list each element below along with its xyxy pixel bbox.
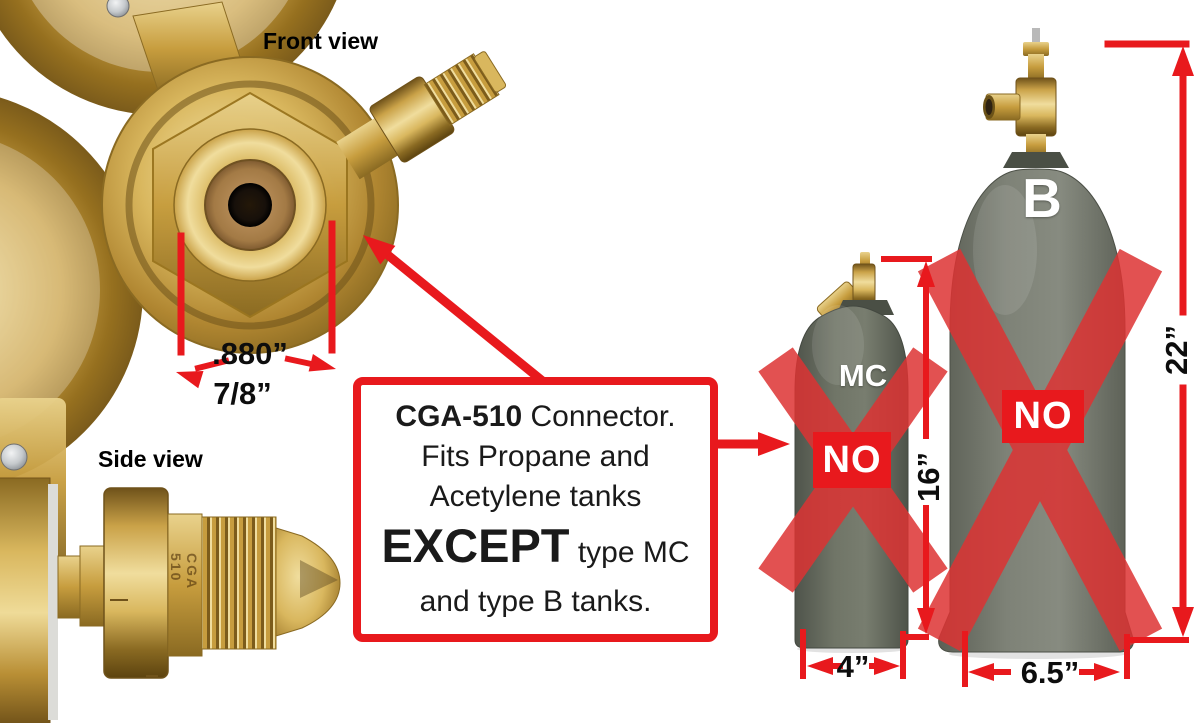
cga510-stamp: CGA 510 (168, 553, 200, 590)
mc-no-badge: NO (813, 432, 891, 488)
callout-line1-regular: Connector. (522, 400, 676, 433)
b-x-mark (917, 248, 1163, 652)
b-width-value: 6.5” (1020, 655, 1080, 690)
annotation-arrows (176, 40, 1194, 687)
callout-line3: Acetylene tanks (429, 480, 642, 513)
side-view-label: Side view (98, 446, 203, 472)
connector-width-fraction: 7/8” (213, 376, 272, 411)
callout-arrow-connector (363, 235, 552, 390)
connector-width-decimal: .880” (212, 336, 288, 371)
callout-line5: and type B tanks. (419, 585, 652, 618)
callout-arrow-tanks (707, 432, 790, 456)
callout-line4-regular: type MC (569, 536, 690, 569)
mc-tank-label: MC (838, 358, 888, 393)
side-view-photo (0, 477, 341, 723)
b-width-dim (962, 631, 1120, 687)
callout-line1-bold: CGA-510 (395, 400, 523, 433)
b-height-value: 22” (1159, 325, 1194, 375)
mc-height-dim (881, 256, 935, 679)
callout-box: CGA-510 Connector. Fits Propane and Acet… (353, 377, 718, 642)
mc-width-value: 4” (836, 649, 870, 684)
front-view-label: Front view (263, 28, 379, 54)
connector-dim-lines (176, 220, 336, 389)
callout-line2: Fits Propane and (421, 440, 650, 473)
b-no-badge: NO (1002, 390, 1084, 443)
mc-height-value: 16” (911, 452, 946, 502)
callout-line1: CGA-510 Connector. (395, 397, 675, 437)
callout-line4: EXCEPT type MC (381, 517, 689, 582)
front-outlet-fitting (336, 51, 507, 180)
b-tank-label: B (1022, 167, 1062, 229)
callout-line4-bold: EXCEPT (381, 519, 570, 572)
mc-width-dim (800, 629, 900, 679)
b-height-dim (1104, 40, 1194, 679)
